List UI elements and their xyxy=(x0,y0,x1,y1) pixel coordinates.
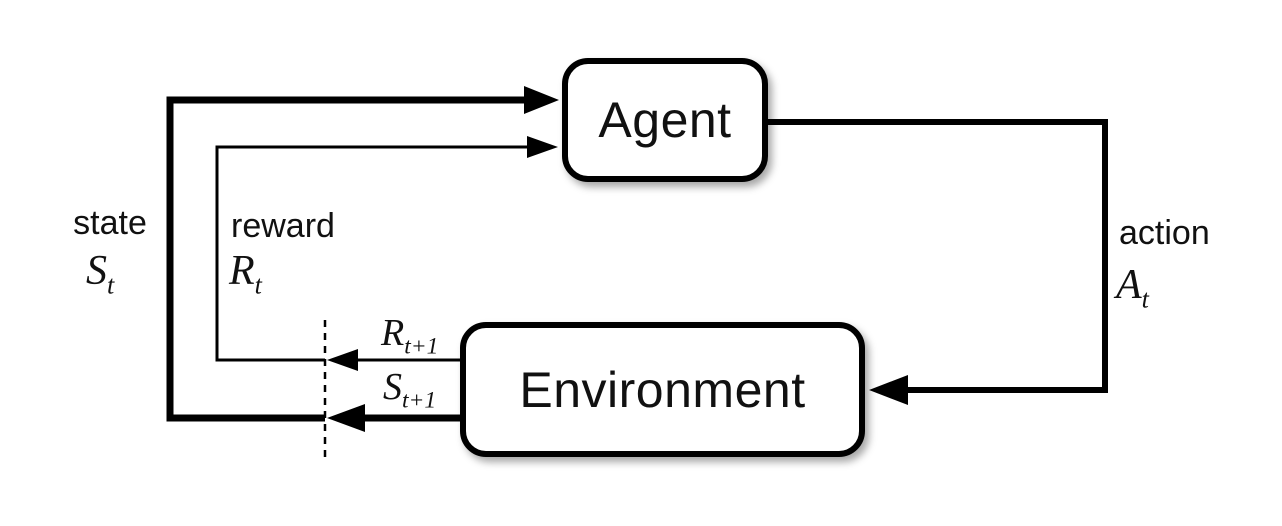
reward-symbol-letter: R xyxy=(229,248,255,294)
action-arrowhead-into-environment xyxy=(869,375,908,405)
state-symbol: St xyxy=(86,248,114,298)
reward-symbol: Rt xyxy=(229,248,262,298)
next-reward-arrowhead-at-timeline xyxy=(327,349,358,371)
next-reward-symbol-letter: R xyxy=(381,312,405,354)
reward-arrow-path xyxy=(215,145,530,362)
next-state-arrowhead-at-timeline xyxy=(327,404,365,432)
state-label: state xyxy=(73,204,147,242)
agent-label: Agent xyxy=(598,92,732,148)
reward-label: reward xyxy=(231,207,335,245)
next-reward-symbol-subscript: t+1 xyxy=(404,333,439,360)
agent-node: Agent xyxy=(562,58,768,182)
action-symbol-subscript: t xyxy=(1141,284,1149,314)
state-symbol-letter: S xyxy=(86,248,107,294)
next-reward-symbol: Rt+1 xyxy=(381,312,438,358)
state-arrow-path xyxy=(166,96,548,422)
reward-symbol-subscript: t xyxy=(254,270,262,300)
action-symbol: At xyxy=(1116,262,1149,312)
next-state-symbol-letter: S xyxy=(383,366,402,408)
action-symbol-letter: A xyxy=(1116,262,1142,308)
environment-label: Environment xyxy=(519,361,806,418)
next-state-symbol: St+1 xyxy=(383,366,436,412)
action-label: action xyxy=(1119,214,1210,252)
reward-arrowhead-into-agent xyxy=(527,136,558,158)
action-arrow-path xyxy=(768,119,1108,393)
state-arrowhead-into-agent xyxy=(524,86,559,114)
environment-node: Environment xyxy=(460,322,865,457)
state-symbol-subscript: t xyxy=(107,270,115,300)
next-state-symbol-subscript: t+1 xyxy=(402,387,437,414)
